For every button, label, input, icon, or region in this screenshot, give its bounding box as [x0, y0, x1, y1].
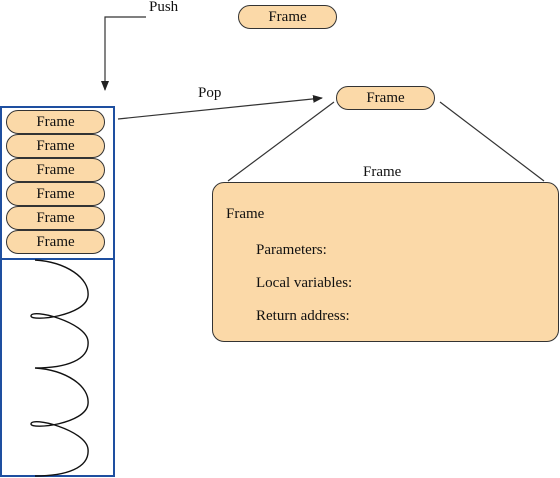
return-address-field: Return address: [256, 308, 350, 324]
stack-frame-label: Frame [36, 210, 75, 226]
frame-detail-box: Frame Parameters: Local variables: Retur… [212, 182, 559, 342]
stack-frame-label: Frame [36, 186, 75, 202]
zoom-line-left [227, 101, 335, 182]
push-label: Push [149, 0, 179, 15]
spring-coil [30, 259, 89, 477]
stack-frame: Frame [6, 134, 105, 158]
stack-frame: Frame [6, 110, 105, 134]
stack-frame: Frame [6, 230, 105, 254]
incoming-frame: Frame [238, 5, 337, 29]
incoming-frame-label: Frame [268, 9, 307, 25]
stack-frame-label: Frame [36, 234, 75, 250]
stack-frame-label: Frame [36, 114, 75, 130]
popped-frame: Frame [336, 86, 435, 110]
stack-frame: Frame [6, 158, 105, 182]
stack-frame: Frame [6, 206, 105, 230]
detail-heading: Frame [363, 164, 402, 180]
popped-frame-label: Frame [366, 90, 405, 106]
zoom-line-right [439, 101, 545, 182]
pop-label: Pop [198, 85, 222, 101]
frame-detail-title: Frame [226, 206, 265, 222]
pop-arrow [117, 94, 323, 120]
stack-frame: Frame [6, 182, 105, 206]
stack-frame-label: Frame [36, 138, 75, 154]
parameters-field: Parameters: [256, 242, 327, 258]
local-variables-field: Local variables: [256, 275, 353, 291]
stack-free-region [0, 258, 115, 477]
stack-frame-label: Frame [36, 162, 75, 178]
push-arrow [101, 16, 146, 91]
